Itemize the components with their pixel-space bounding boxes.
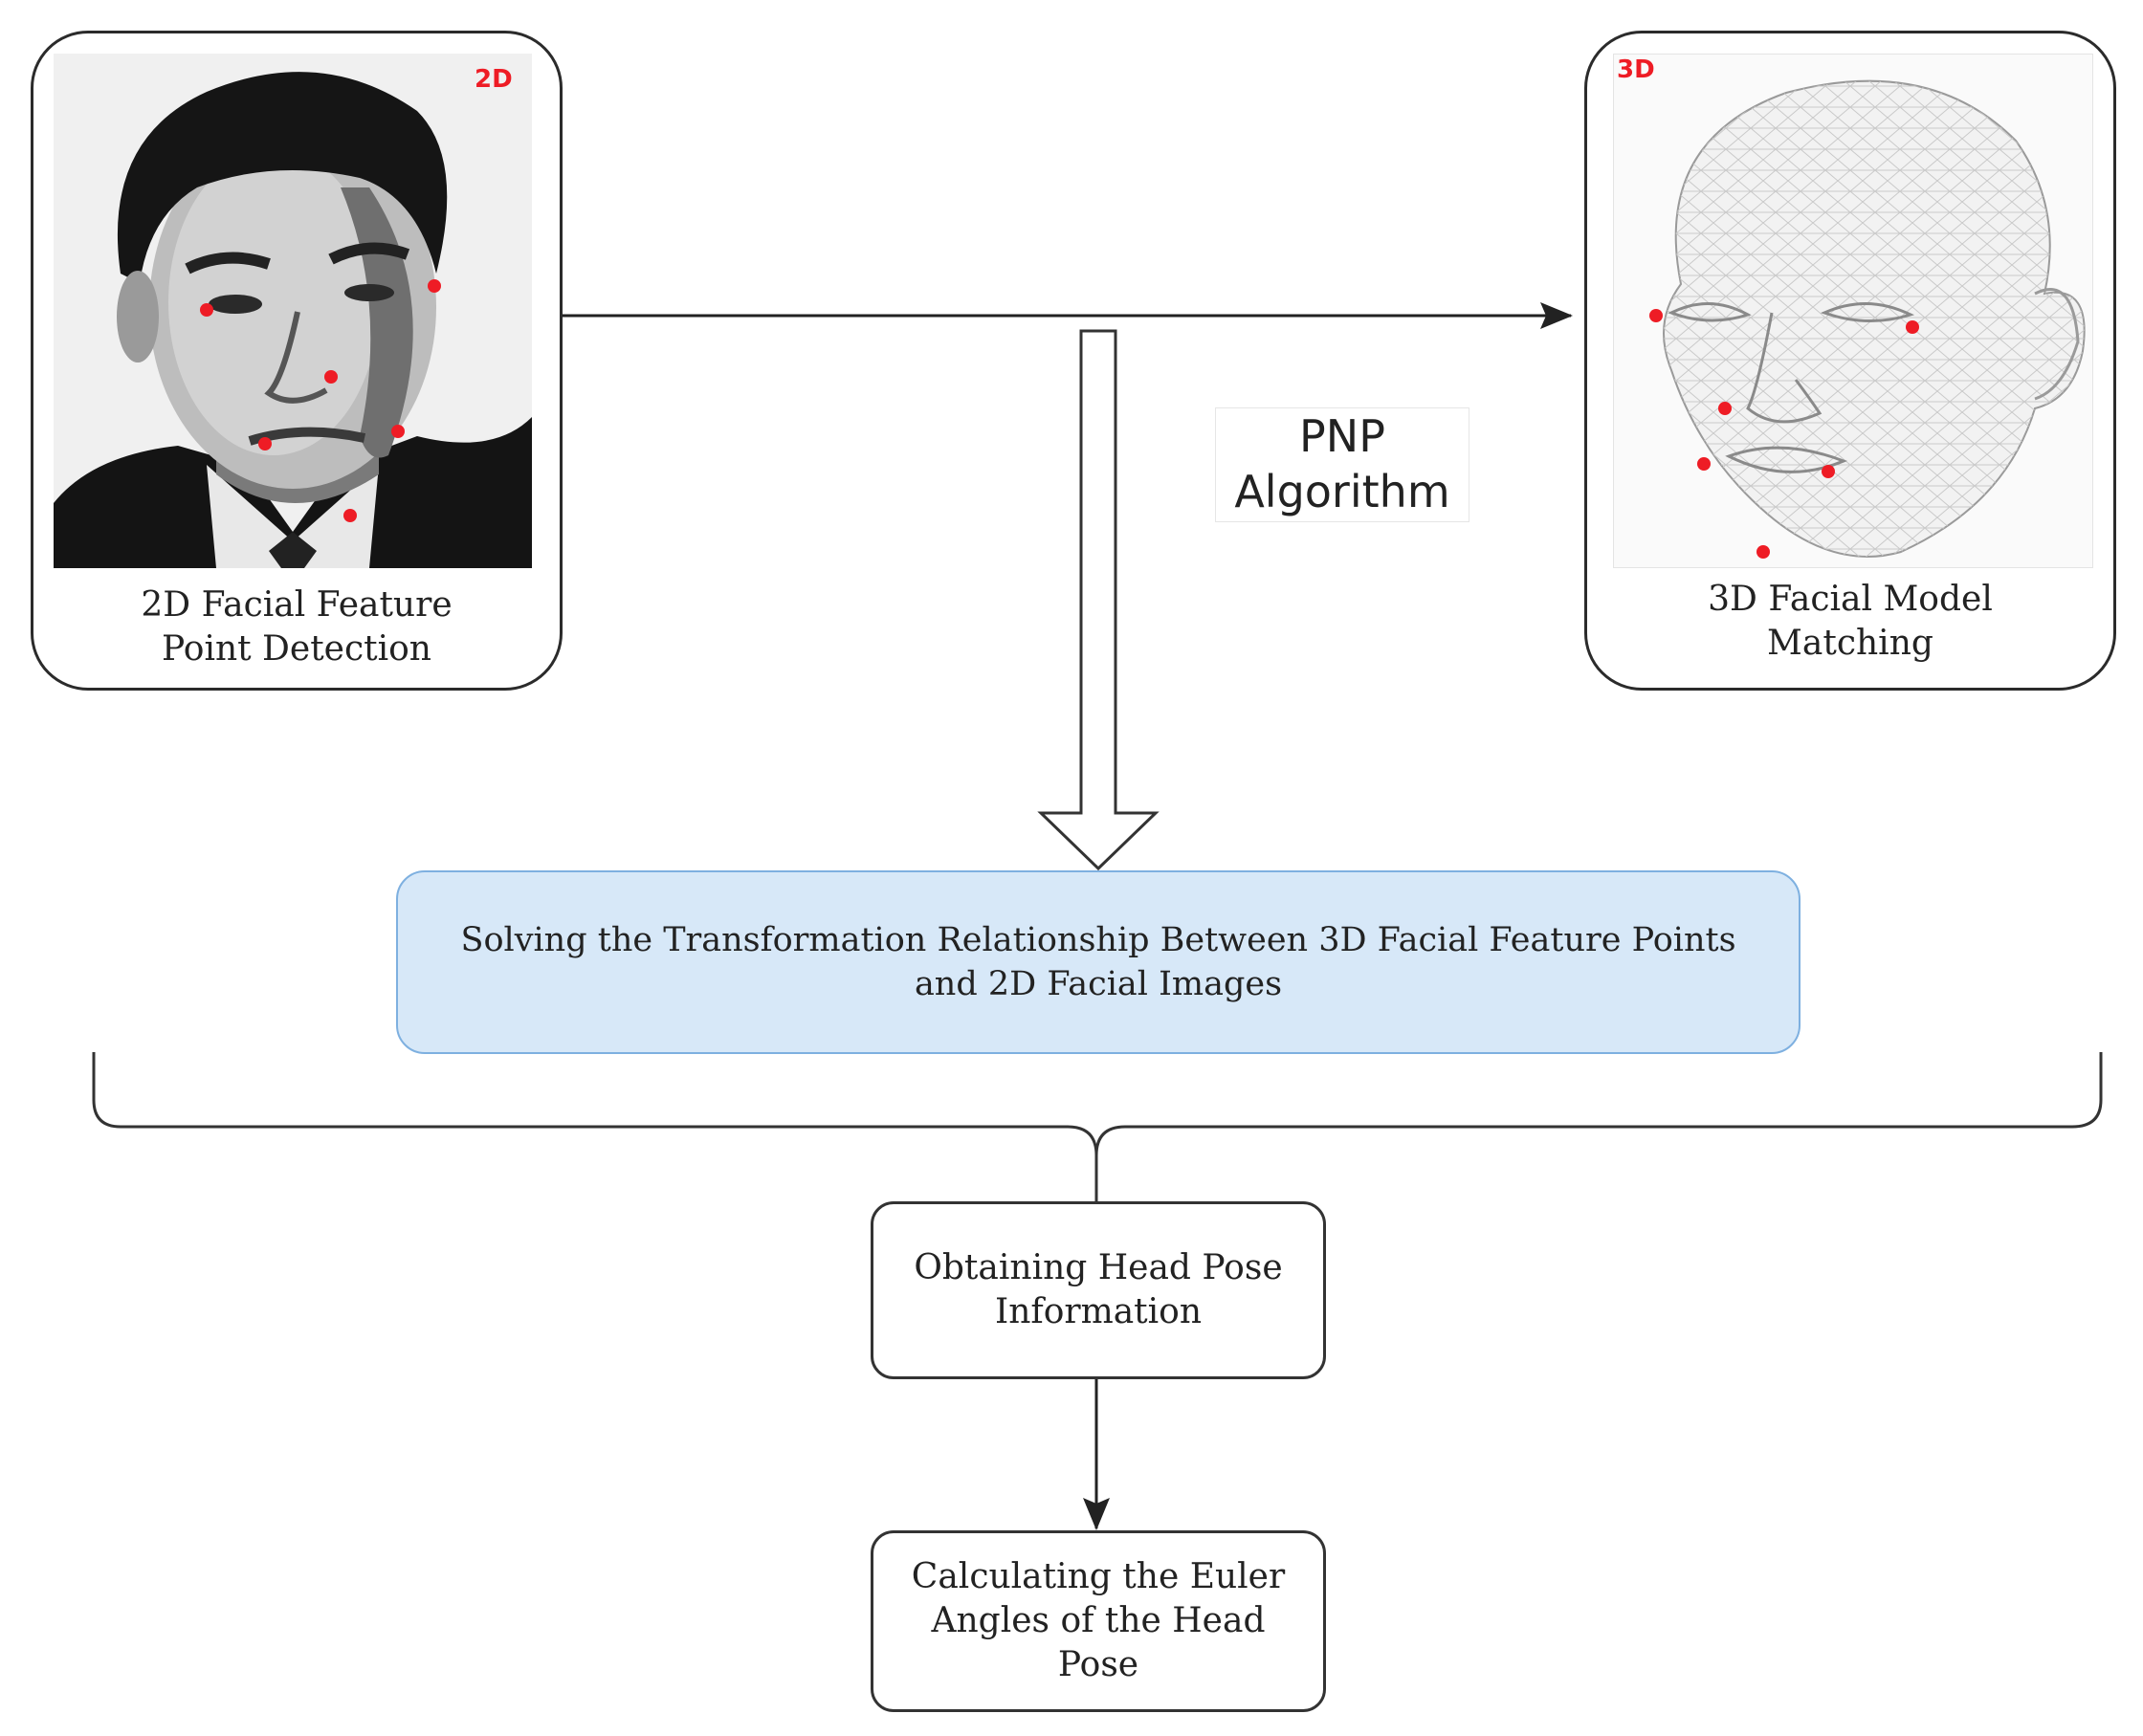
- landmark-point: [1756, 545, 1770, 559]
- face-photo-2d: [54, 54, 532, 568]
- step-euler-line3: Pose: [1057, 1645, 1139, 1684]
- landmark-point: [343, 509, 357, 522]
- landmark-point: [324, 370, 338, 384]
- step-solve-transformation: Solving the Transformation Relationship …: [396, 870, 1801, 1054]
- face-photo-illustration: [54, 54, 532, 568]
- caption-2d-line1: 2D Facial Feature: [141, 585, 453, 625]
- face-mesh-illustration: [1614, 55, 2092, 567]
- tag-3d: 3D: [1617, 55, 1655, 84]
- step-obtain-head-pose: Obtaining Head Pose Information: [871, 1201, 1326, 1379]
- landmark-point: [391, 425, 405, 438]
- hollow-down-arrow: [1037, 329, 1160, 871]
- face-mesh-3d: [1613, 54, 2093, 568]
- landmark-point: [258, 437, 272, 450]
- step-solve-line1: Solving the Transformation Relationship …: [460, 921, 1736, 959]
- landmark-point: [1906, 320, 1919, 334]
- landmark-point: [1697, 457, 1711, 471]
- caption-2d-detection: 2D Facial Feature Point Detection: [57, 583, 536, 671]
- landmark-point: [200, 303, 213, 317]
- step-obtain-line2: Information: [994, 1292, 1203, 1331]
- landmark-point: [1718, 402, 1732, 415]
- caption-3d-model: 3D Facial Model Matching: [1611, 578, 2089, 666]
- caption-3d-line2: Matching: [1767, 624, 1933, 663]
- grouping-brace: [92, 1052, 2103, 1156]
- caption-2d-line2: Point Detection: [162, 629, 431, 669]
- step-solve-line2: and 2D Facial Images: [914, 965, 1283, 1003]
- step-euler-line2: Angles of the Head: [931, 1601, 1266, 1640]
- caption-3d-line1: 3D Facial Model: [1708, 580, 1993, 619]
- step-euler-line1: Calculating the Euler: [911, 1557, 1286, 1596]
- step-calculate-euler-angles: Calculating the Euler Angles of the Head…: [871, 1530, 1326, 1712]
- landmark-point: [1822, 465, 1835, 478]
- landmark-point: [1649, 309, 1663, 322]
- tag-2d: 2D: [475, 65, 513, 94]
- pnp-algorithm-label: PNP Algorithm: [1215, 407, 1469, 522]
- step-obtain-line1: Obtaining Head Pose: [914, 1248, 1283, 1287]
- pnp-label-line2: Algorithm: [1234, 466, 1450, 517]
- landmark-point: [428, 279, 441, 293]
- pnp-label-line1: PNP: [1299, 410, 1385, 462]
